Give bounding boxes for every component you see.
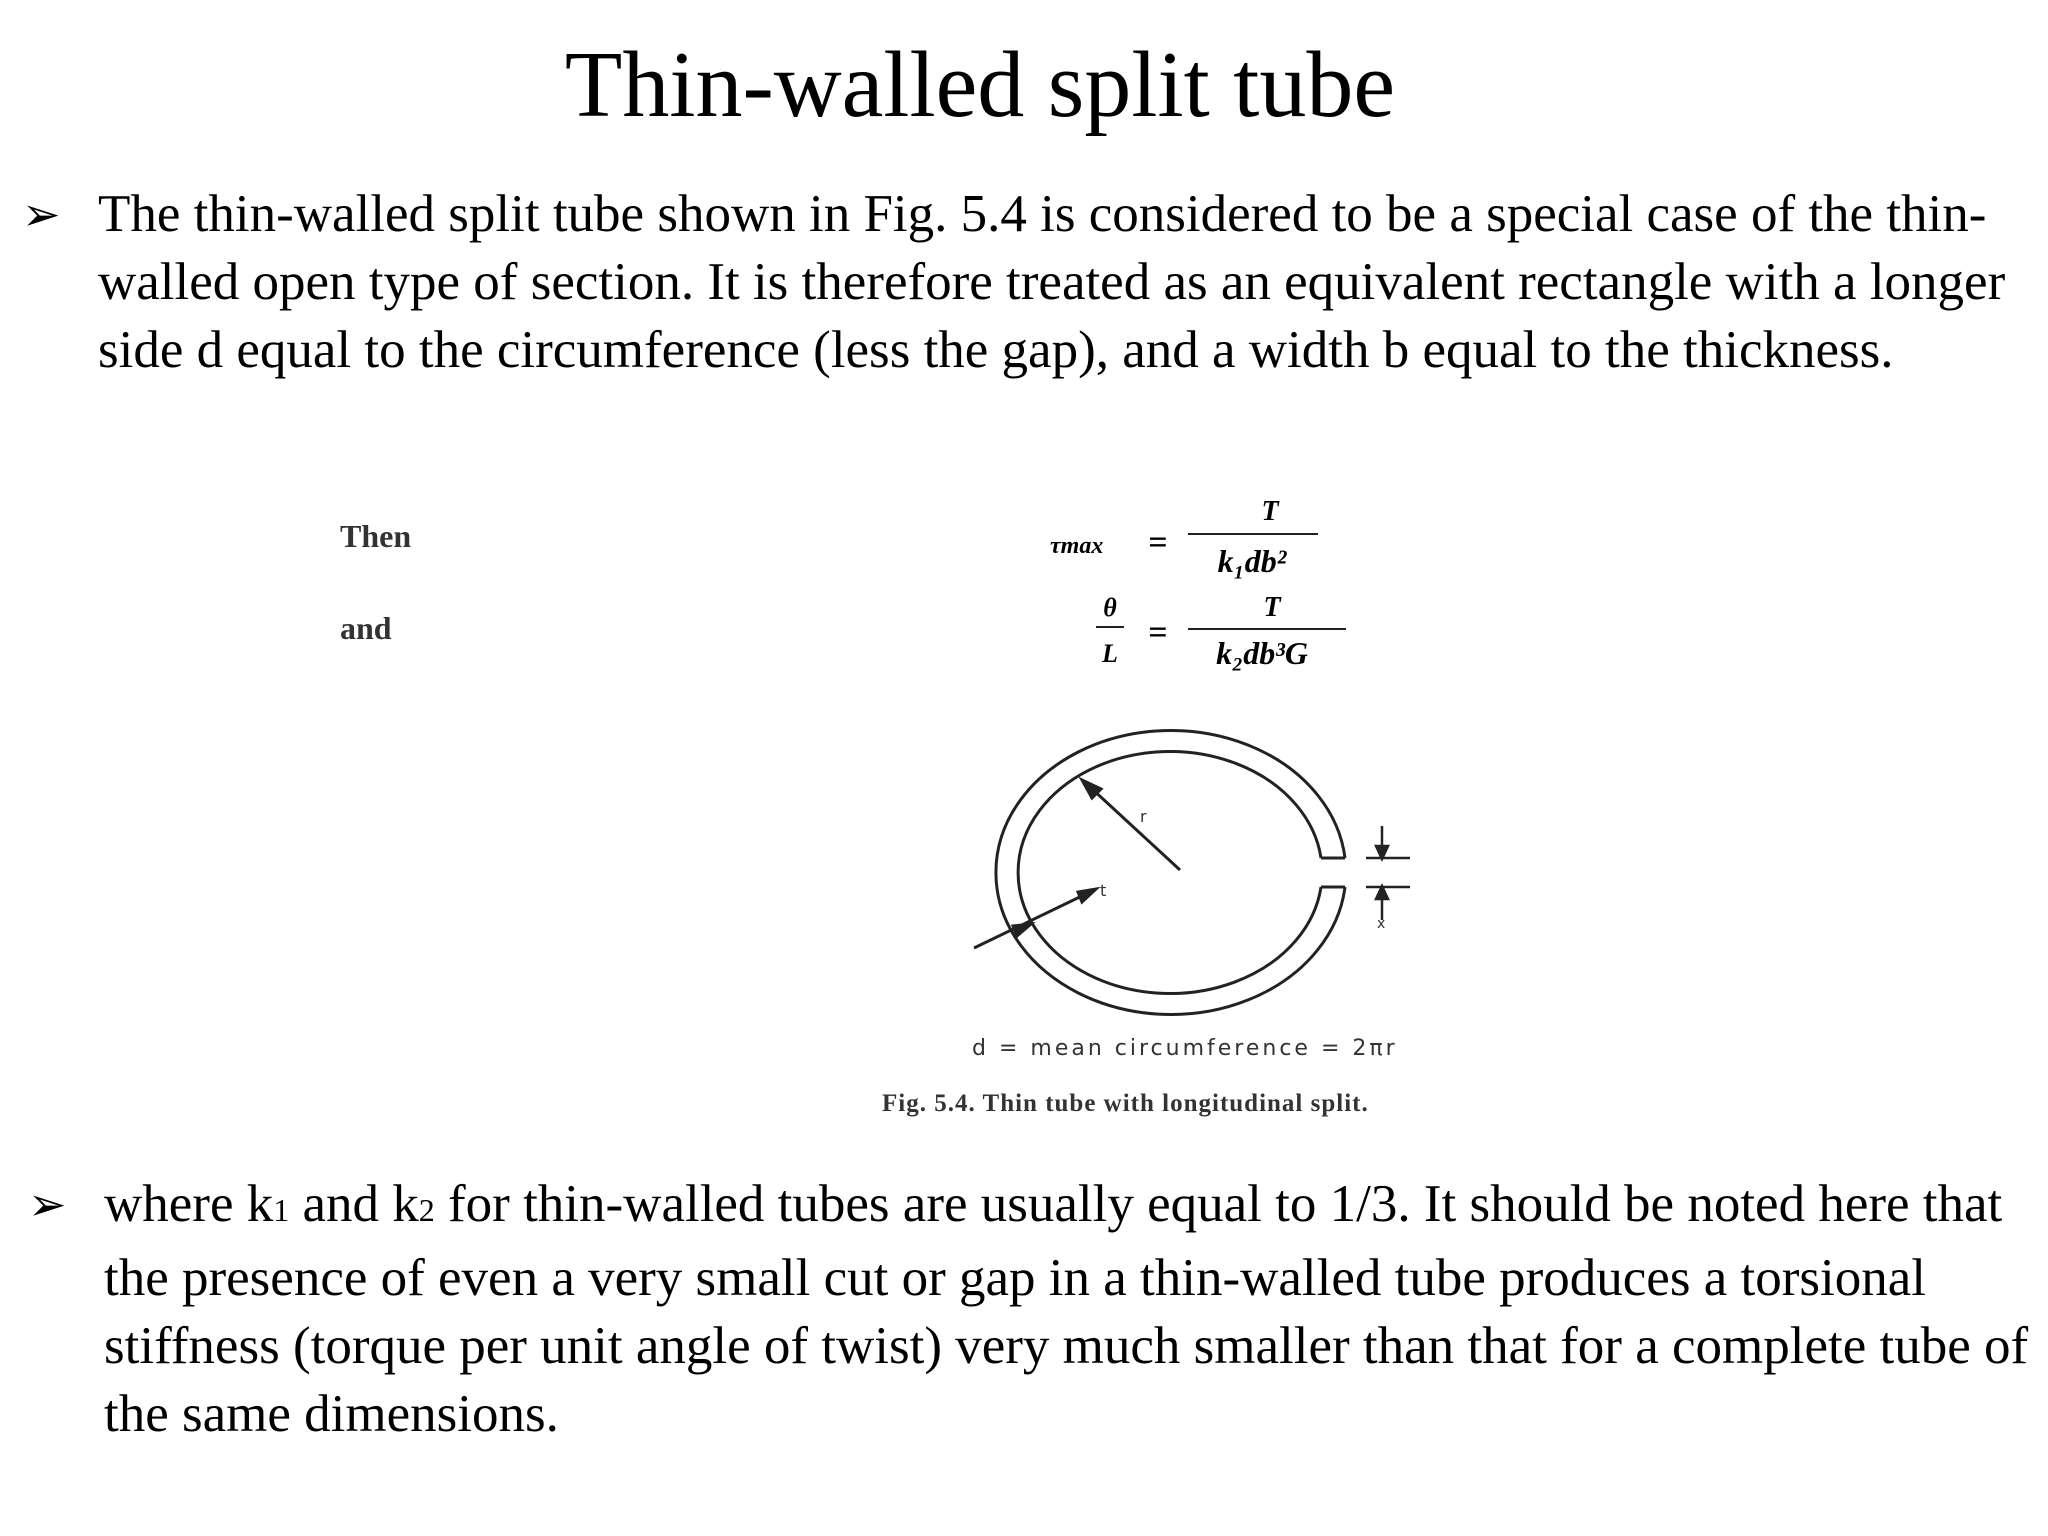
eq1-lhs: τmax — [1050, 533, 1103, 559]
eq1-denominator: k₁db² — [1218, 543, 1288, 579]
bullet-text-2: where k1 and k2 for thin-walled tubes ar… — [104, 1170, 2044, 1448]
split-tube-figure — [994, 729, 1347, 1016]
bullet-2-part-a: where k — [104, 1175, 274, 1233]
eq2-equals: = — [1148, 614, 1167, 651]
bullet-2-part-b: and k — [289, 1175, 419, 1233]
and-label: and — [340, 610, 392, 646]
bullet-text-1: The thin-walled split tube shown in Fig.… — [98, 185, 2006, 379]
eq1-equals: = — [1148, 524, 1167, 561]
k2-subscript: 2 — [418, 1192, 435, 1228]
radius-dimension — [1078, 776, 1182, 872]
eq2-lhs-numerator: θ — [1103, 593, 1117, 622]
gap-label: x — [1377, 916, 1385, 932]
figure-legend: d = mean circumference = 2πr — [972, 1036, 1398, 1061]
tube-inner-wall — [1016, 750, 1323, 995]
bullet-2-part-c: for thin-walled tubes are usually equal … — [104, 1175, 2029, 1443]
bullet-point-2: ➢ where k1 and k2 for thin-walled tubes … — [0, 1170, 2045, 1470]
bullet-point-1: ➢ The thin-walled split tube shown in Fi… — [0, 180, 2040, 480]
eq2-denominator: k₂db³G — [1216, 635, 1308, 671]
eq2-lhs-denominator: L — [1101, 639, 1118, 668]
eq1-numerator: T — [1261, 496, 1280, 527]
thickness-label: t — [1100, 881, 1106, 900]
gap-dimension — [1366, 826, 1410, 920]
k1-subscript: 1 — [273, 1192, 290, 1228]
bullet-arrow-icon: ➢ — [28, 1177, 67, 1231]
page-title: Thin-walled split tube — [564, 33, 1396, 137]
radius-label: r — [1140, 807, 1147, 826]
then-label: Then — [340, 518, 412, 554]
figure-caption: Fig. 5.4. Thin tube with longitudinal sp… — [882, 1090, 1369, 1117]
bullet-arrow-icon: ➢ — [22, 187, 61, 241]
eq2-numerator: T — [1263, 592, 1282, 623]
thickness-dimension — [973, 886, 1101, 950]
tube-outer-wall — [994, 729, 1347, 1016]
